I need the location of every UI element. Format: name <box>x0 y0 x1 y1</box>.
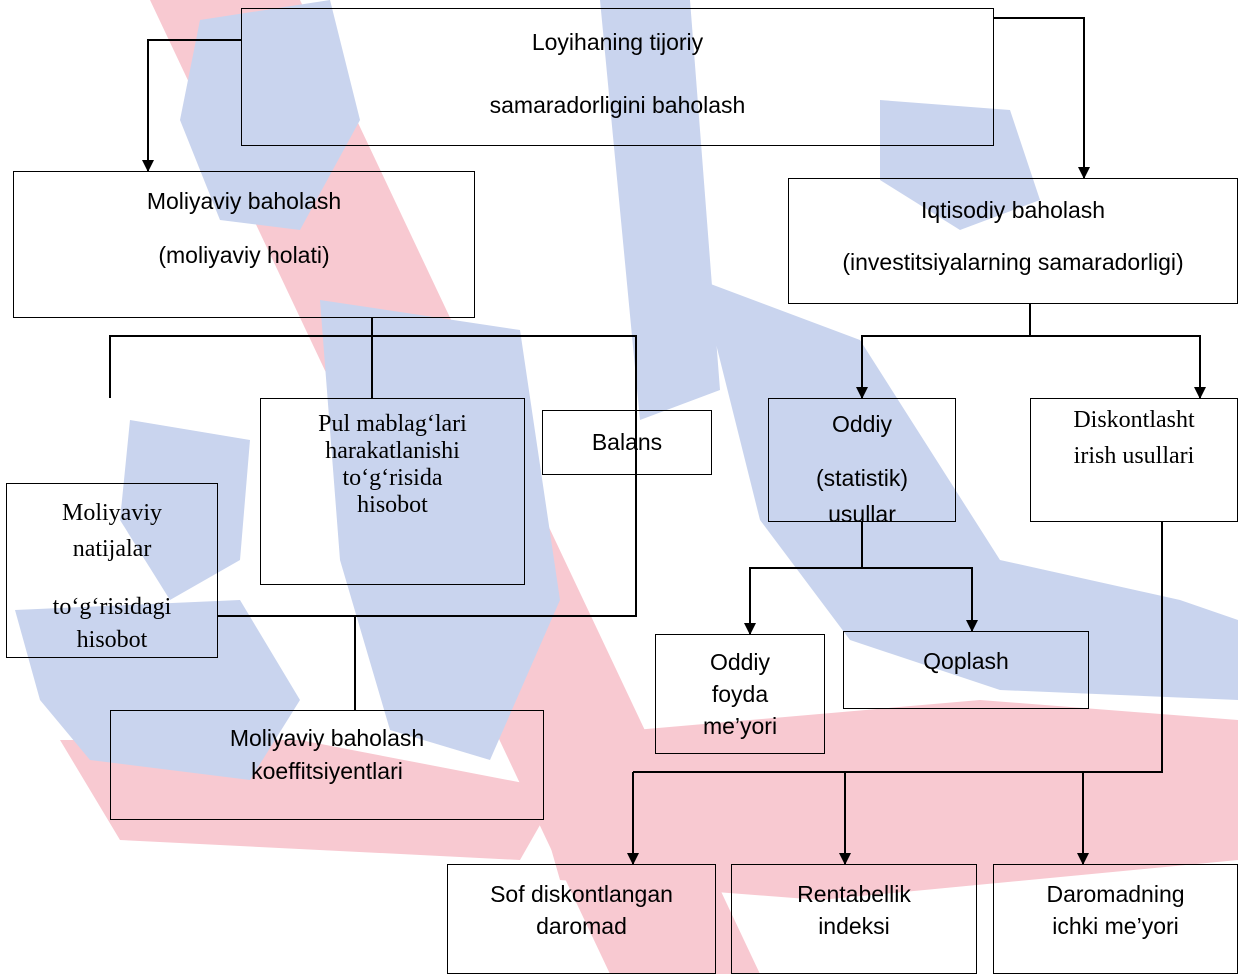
profitability-line1: Rentabellik <box>797 881 911 907</box>
discount-methods-box: Diskontlasht irish usullari <box>1030 398 1238 522</box>
root-title-line2: samaradorligini baholash <box>489 92 746 118</box>
financial-results-report-box: Moliyaviy natijalar to‘g‘risidagi hisobo… <box>6 483 218 658</box>
coefficients-line2: koeffitsiyentlari <box>251 758 403 784</box>
financial-line2: (moliyaviy holati) <box>158 242 330 268</box>
cash-flow-line4: hisobot <box>357 492 428 518</box>
fin-results-line1: Moliyaviy <box>62 500 162 526</box>
cash-flow-line2: harakatlanishi <box>325 438 460 464</box>
profitability-line2: indeksi <box>818 913 890 939</box>
profitability-index-box: Rentabellik indeksi <box>731 864 977 974</box>
simple-methods-box: Oddiy (statistik) usullar <box>768 398 956 522</box>
cash-flow-line1: Pul mablag‘lari <box>318 411 467 437</box>
financial-evaluation-box: Moliyaviy baholash (moliyaviy holati) <box>13 171 475 318</box>
financial-coefficients-box: Moliyaviy baholash koeffitsiyentlari <box>110 710 544 820</box>
cash-flow-line3: to‘g‘risida <box>342 465 443 491</box>
payback-line1: Qoplash <box>923 648 1009 674</box>
cash-flow-report-box: Pul mablag‘lari harakatlanishi to‘g‘risi… <box>260 398 525 585</box>
npv-line1: Sof diskontlangan <box>490 881 673 907</box>
irr-line1: Daromadning <box>1046 881 1185 907</box>
simple-profit-line1: Oddiy <box>709 649 771 675</box>
irr-box: Daromadning ichki me’yori <box>993 864 1238 974</box>
discount-methods-line1: Diskontlasht <box>1073 407 1195 433</box>
simple-profit-line2: foyda <box>711 681 769 707</box>
balance-box: Balans <box>542 410 712 475</box>
simple-profit-line3: me’yori <box>702 713 778 739</box>
npv-box: Sof diskontlangan daromad <box>447 864 716 974</box>
fin-results-line2: natijalar <box>72 536 152 562</box>
simple-profit-rate-box: Oddiy foyda me’yori <box>655 634 825 754</box>
simple-methods-line3: usullar <box>828 501 896 522</box>
financial-line1: Moliyaviy baholash <box>146 188 342 214</box>
simple-methods-line2: (statistik) <box>816 465 908 491</box>
fin-results-line3: to‘g‘risidagi <box>52 594 172 620</box>
balance-line1: Balans <box>591 429 663 455</box>
root-title-line1: Loyihaning tijoriy <box>531 29 704 55</box>
fin-results-line4: hisobot <box>76 627 148 653</box>
npv-line2: daromad <box>536 913 627 939</box>
economic-evaluation-box: Iqtisodiy baholash (investitsiyalarning … <box>788 178 1238 304</box>
payback-box: Qoplash <box>843 631 1089 709</box>
irr-line2: ichki me’yori <box>1052 913 1179 939</box>
discount-methods-line2: irish usullari <box>1073 443 1195 469</box>
simple-methods-line1: Oddiy <box>831 411 893 437</box>
root-box: Loyihaning tijoriy samaradorligini bahol… <box>241 8 994 146</box>
economic-line2: (investitsiyalarning samaradorligi) <box>842 249 1184 275</box>
coefficients-line1: Moliyaviy baholash <box>229 725 425 751</box>
economic-line1: Iqtisodiy baholash <box>920 197 1106 223</box>
